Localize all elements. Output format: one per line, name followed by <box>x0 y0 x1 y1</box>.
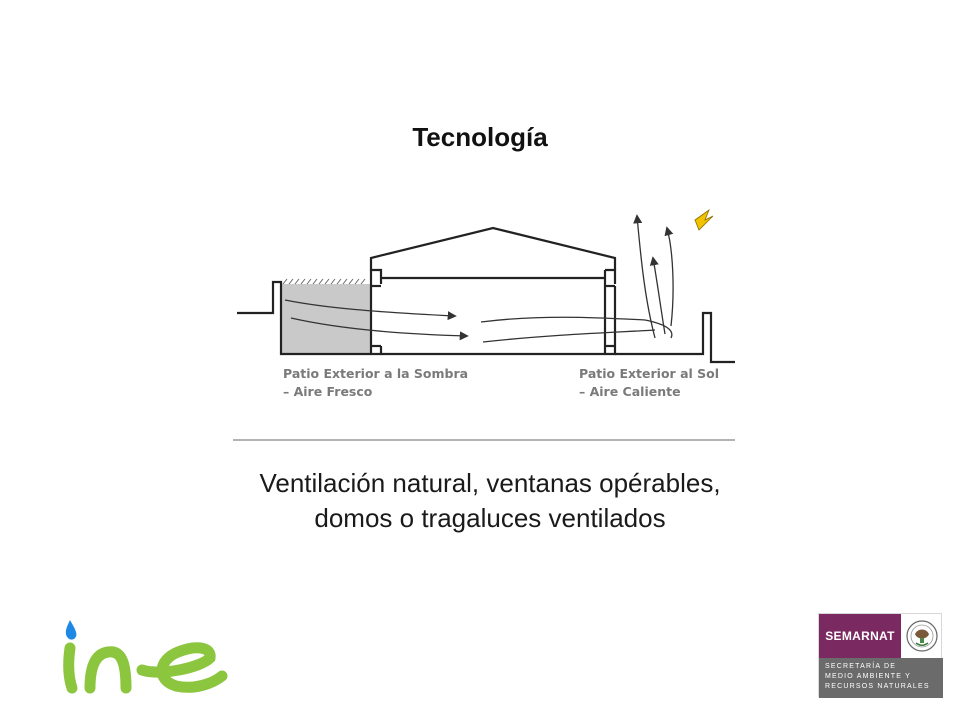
slide-title: Tecnología <box>412 122 548 152</box>
airflow-arrows <box>284 214 674 343</box>
semarnat-title: SEMARNAT <box>819 614 901 658</box>
label-hot-air: – Aire Caliente <box>579 384 681 399</box>
ventilation-diagram: Patio Exterior a la Sombra – Aire Fresco… <box>233 208 735 441</box>
slide-caption: Ventilación natural, ventanas opérables,… <box>170 466 810 536</box>
mexico-seal-icon <box>906 620 938 652</box>
caption-line-1: Ventilación natural, ventanas opérables, <box>259 468 721 498</box>
semarnat-logo: SEMARNAT SECRETARÍA DE MEDIO AMBIENTE Y … <box>818 613 943 698</box>
semarnat-line-2: MEDIO AMBIENTE Y <box>825 673 911 680</box>
drop-icon <box>65 620 77 640</box>
shade-hatching <box>282 278 366 285</box>
caption-line-2: domos o tragaluces ventilados <box>314 503 666 533</box>
label-cool-air: – Aire Fresco <box>283 384 373 399</box>
sun-icon <box>694 208 714 231</box>
semarnat-subtitle: SECRETARÍA DE MEDIO AMBIENTE Y RECURSOS … <box>819 658 943 698</box>
label-shaded-patio: Patio Exterior a la Sombra <box>283 366 468 381</box>
semarnat-line-1: SECRETARÍA DE <box>825 663 897 670</box>
building-section <box>237 226 735 364</box>
ine-logo: ine <box>63 620 228 694</box>
semarnat-line-3: RECURSOS NATURALES <box>825 683 930 690</box>
label-sunny-patio: Patio Exterior al Sol <box>579 366 719 381</box>
